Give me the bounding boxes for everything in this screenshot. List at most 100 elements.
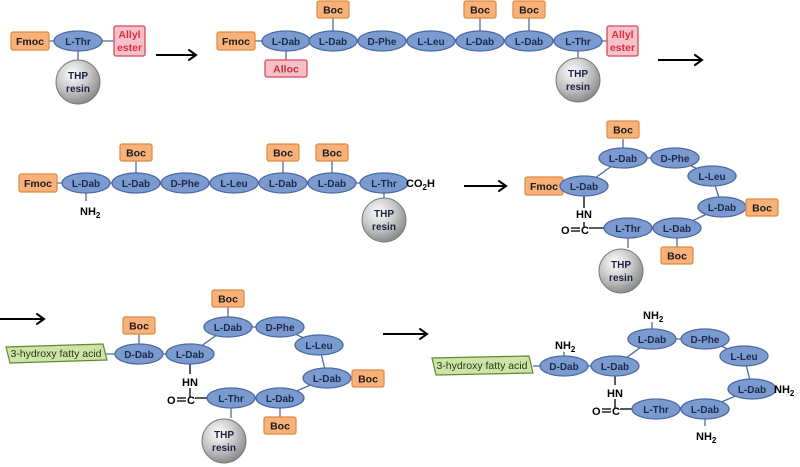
svg-text:D-Phe: D-Phe: [368, 37, 397, 48]
residue-l-dab: L-Dab: [258, 172, 308, 194]
residue-d-phe: D-Phe: [255, 316, 305, 338]
residue-d-phe: D-Phe: [680, 328, 730, 350]
svg-text:D-Phe: D-Phe: [691, 335, 720, 346]
hn-label: HN: [182, 377, 198, 389]
svg-text:Boc: Boc: [752, 203, 772, 215]
svg-text:L-Leu: L-Leu: [698, 172, 725, 183]
svg-text:L-Dab: L-Dab: [691, 405, 719, 416]
residue-l-thr: L-Thr: [631, 398, 681, 420]
svg-text:Boc: Boc: [667, 251, 687, 263]
fmoc-group: Fmoc: [18, 173, 58, 193]
boc-group: Boc: [606, 120, 640, 139]
svg-text:L-Leu: L-Leu: [730, 352, 757, 363]
hn-label: HN: [607, 388, 623, 400]
svg-text:Boc: Boc: [129, 321, 149, 333]
residue-l-dab: L-Dab: [455, 30, 505, 52]
svg-text:Boc: Boc: [613, 125, 633, 137]
boc-group: Boc: [660, 246, 694, 265]
svg-text:L-Dab: L-Dab: [313, 374, 341, 385]
carbonyl-o-label: O: [167, 395, 176, 407]
residue-l-leu: L-Leu: [719, 345, 769, 367]
step-2-linear-peptide: Fmoc L-Dab L-Dab D-Phe L-Leu L-Dab L-Dab: [216, 0, 639, 103]
residue-l-leu: L-Leu: [406, 30, 456, 52]
boc-group: Boc: [211, 289, 245, 308]
thp-resin-bead: THP resin: [598, 248, 644, 294]
amine-label: NH2: [774, 384, 795, 398]
residue-l-dab: L-Dab: [111, 172, 161, 194]
svg-text:L-Thr: L-Thr: [65, 37, 91, 48]
fatty-acid-chain: 3-hydroxy fatty acid: [431, 355, 534, 376]
svg-text:Boc: Boc: [218, 294, 238, 306]
svg-text:resin: resin: [212, 443, 236, 454]
residue-l-thr: L-Thr: [553, 30, 603, 52]
reaction-arrow-5: [383, 328, 429, 340]
residue-l-dab: L-Dab: [165, 343, 215, 365]
step-5-acylated-on-resin: 3-hydroxy fatty acid D-Dab L-Dab L-Dab D…: [5, 289, 385, 464]
boc-group: Boc: [512, 0, 546, 19]
residue-l-thr: L-Thr: [206, 387, 256, 409]
residue-l-dab: L-Dab: [307, 172, 357, 194]
svg-text:Boc: Boc: [519, 5, 539, 17]
svg-text:3-hydroxy fatty acid: 3-hydroxy fatty acid: [436, 360, 527, 372]
boc-group: Boc: [745, 198, 779, 217]
svg-text:THP: THP: [374, 209, 394, 220]
boc-group: Boc: [119, 143, 153, 162]
residue-l-thr: L-Thr: [359, 172, 409, 194]
svg-text:L-Dab: L-Dab: [738, 385, 766, 396]
svg-text:Fmoc: Fmoc: [16, 36, 44, 48]
svg-text:resin: resin: [566, 82, 590, 93]
thp-resin-bead: THP resin: [361, 197, 407, 243]
svg-text:L-Leu: L-Leu: [305, 341, 332, 352]
residue-l-dab: L-Dab: [598, 147, 648, 169]
svg-text:Boc: Boc: [273, 148, 293, 160]
boc-group: Boc: [266, 143, 300, 162]
thp-resin-bead: THP resin: [55, 59, 101, 105]
svg-text:Fmoc: Fmoc: [222, 36, 250, 48]
carbonyl-c-label: C: [187, 395, 195, 407]
svg-text:resin: resin: [66, 84, 90, 95]
fmoc-group: Fmoc: [216, 31, 256, 51]
amine-label: NH2: [643, 310, 664, 324]
residue-l-thr: L-Thr: [603, 217, 653, 239]
svg-text:D-Dab: D-Dab: [124, 350, 153, 361]
residue-l-dab: L-Dab: [255, 387, 305, 409]
svg-text:resin: resin: [609, 273, 633, 284]
fatty-acid-chain: 3-hydroxy fatty acid: [5, 343, 108, 364]
svg-text:D-Dab: D-Dab: [549, 362, 578, 373]
hn-label: HN: [576, 209, 592, 221]
residue-l-dab: L-Dab: [680, 398, 730, 420]
svg-text:Boc: Boc: [358, 374, 378, 386]
svg-text:THP: THP: [214, 430, 234, 441]
boc-group: Boc: [122, 316, 156, 335]
allyl-ester-group: Allyl ester: [606, 25, 639, 57]
svg-text:L-Dab: L-Dab: [214, 323, 242, 334]
svg-text:L-Dab: L-Dab: [272, 37, 300, 48]
svg-text:L-Dab: L-Dab: [269, 179, 297, 190]
residue-d-dab: D-Dab: [114, 343, 164, 365]
residue-l-dab: L-Dab: [61, 172, 111, 194]
svg-text:THP: THP: [68, 71, 88, 82]
thp-resin-bead: THP resin: [201, 418, 247, 464]
svg-text:D-Phe: D-Phe: [266, 323, 295, 334]
reaction-arrow-3: [464, 180, 508, 192]
svg-text:Boc: Boc: [323, 5, 343, 17]
svg-text:L-Dab: L-Dab: [318, 179, 346, 190]
residue-l-dab: L-Dab: [302, 367, 352, 389]
residue-l-dab: L-Dab: [697, 196, 747, 218]
svg-text:ester: ester: [610, 42, 635, 54]
residue-l-thr: L-Thr: [53, 30, 103, 52]
step-1-starting-resin: Fmoc L-Thr Allyl ester THP resin: [10, 25, 146, 105]
svg-text:L-Leu: L-Leu: [417, 37, 444, 48]
residue-d-phe: D-Phe: [650, 147, 700, 169]
svg-text:L-Dab: L-Dab: [466, 37, 494, 48]
reaction-arrow-2: [658, 54, 704, 66]
svg-text:THP: THP: [611, 260, 631, 271]
svg-text:Fmoc: Fmoc: [530, 181, 558, 193]
svg-text:L-Dab: L-Dab: [570, 182, 598, 193]
boc-group: Boc: [316, 0, 350, 19]
svg-text:Boc: Boc: [270, 421, 290, 433]
svg-text:L-Dab: L-Dab: [122, 179, 150, 190]
svg-text:resin: resin: [372, 222, 396, 233]
residue-l-dab: L-Dab: [504, 30, 554, 52]
